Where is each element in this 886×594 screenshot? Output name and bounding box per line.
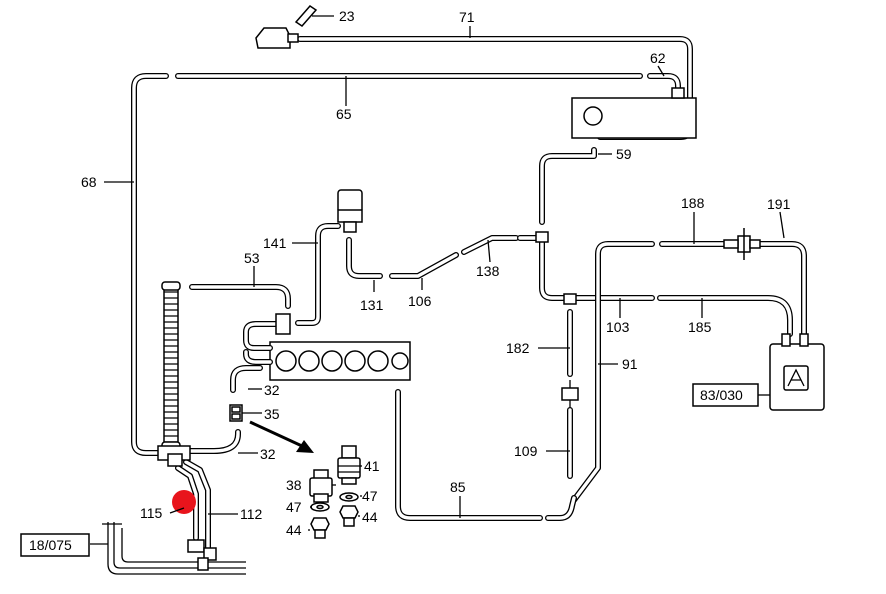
tee-68[interactable]: [157, 445, 191, 467]
label-185: 185: [688, 319, 712, 335]
hose-131[interactable]: [346, 237, 383, 279]
label-38: 38: [286, 477, 302, 493]
label-47-left: 47: [286, 499, 302, 515]
label-62: 62: [650, 50, 666, 66]
fitting-35[interactable]: [229, 404, 243, 422]
pipes-bottom-left[interactable]: [102, 522, 246, 575]
canister-83-030[interactable]: [769, 333, 825, 411]
label-68: 68: [81, 174, 97, 190]
valve-141[interactable]: [337, 189, 363, 233]
tee-115-112[interactable]: [187, 539, 217, 571]
label-131: 131: [360, 297, 384, 313]
hose-59[interactable]: [539, 147, 597, 225]
label-85: 85: [450, 479, 466, 495]
label-47-right: 47: [362, 488, 378, 504]
label-182: 182: [506, 340, 530, 356]
ref-18-075-label: 18/075: [29, 537, 72, 553]
label-23: 23: [339, 8, 355, 24]
label-59: 59: [616, 146, 632, 162]
label-91: 91: [622, 356, 638, 372]
label-115: 115: [140, 505, 163, 521]
hose-53[interactable]: [189, 284, 291, 309]
tee-103[interactable]: [563, 293, 577, 305]
hose-115[interactable]: [175, 465, 199, 541]
plug-44-left[interactable]: [310, 517, 330, 539]
label-106: 106: [408, 293, 432, 309]
hose-191[interactable]: [755, 241, 807, 337]
hose-32-lower[interactable]: [187, 429, 241, 454]
hose-68[interactable]: [131, 73, 169, 456]
washer-47-right[interactable]: [339, 492, 359, 502]
hose-185[interactable]: [657, 295, 793, 337]
hose-32-upper[interactable]: [230, 365, 263, 393]
manifold-block[interactable]: [243, 313, 411, 381]
sensor-38[interactable]: [309, 469, 333, 503]
ref-83-030-label: 83/030: [700, 387, 743, 403]
reservoir-23[interactable]: [255, 5, 318, 49]
label-112: 112: [240, 506, 263, 522]
label-188: 188: [681, 195, 705, 211]
hose-138[interactable]: [461, 235, 519, 255]
hose-106[interactable]: [389, 252, 459, 279]
label-32-upper: 32: [264, 382, 280, 398]
label-53: 53: [244, 250, 260, 266]
label-32-lower: 32: [260, 446, 276, 462]
plug-44-right[interactable]: [339, 505, 359, 527]
tank-block[interactable]: [571, 97, 697, 139]
hose-85[interactable]: [395, 389, 577, 521]
hose-141[interactable]: [295, 223, 341, 326]
leader-lines: [90, 15, 785, 545]
washer-47-left[interactable]: [310, 502, 330, 512]
red-marker[interactable]: [172, 490, 196, 514]
label-103: 103: [606, 319, 630, 335]
hose-62[interactable]: [647, 73, 681, 99]
ref-box-83-030[interactable]: 83/030: [692, 383, 759, 407]
hose-91[interactable]: [571, 241, 655, 503]
ref-box-18-075[interactable]: 18/075: [20, 533, 90, 557]
connector-182-109[interactable]: [561, 380, 579, 408]
label-41: 41: [364, 458, 380, 474]
label-71: 71: [459, 9, 475, 25]
hose-103[interactable]: [517, 235, 655, 301]
hose-112[interactable]: [183, 459, 211, 551]
label-65: 65: [336, 106, 352, 122]
pointer-arrow: [249, 420, 314, 453]
tee-59[interactable]: [535, 231, 549, 243]
label-141: 141: [263, 235, 287, 251]
corrugated-hose[interactable]: [161, 281, 181, 451]
label-44-left: 44: [286, 522, 302, 538]
sensor-41[interactable]: [337, 445, 361, 485]
tee-62[interactable]: [671, 87, 685, 99]
label-35: 35: [264, 406, 280, 422]
label-109: 109: [514, 443, 538, 459]
label-138: 138: [476, 263, 500, 279]
label-44-right: 44: [362, 509, 378, 525]
connector-188-191[interactable]: [723, 228, 761, 260]
label-191: 191: [767, 196, 791, 212]
